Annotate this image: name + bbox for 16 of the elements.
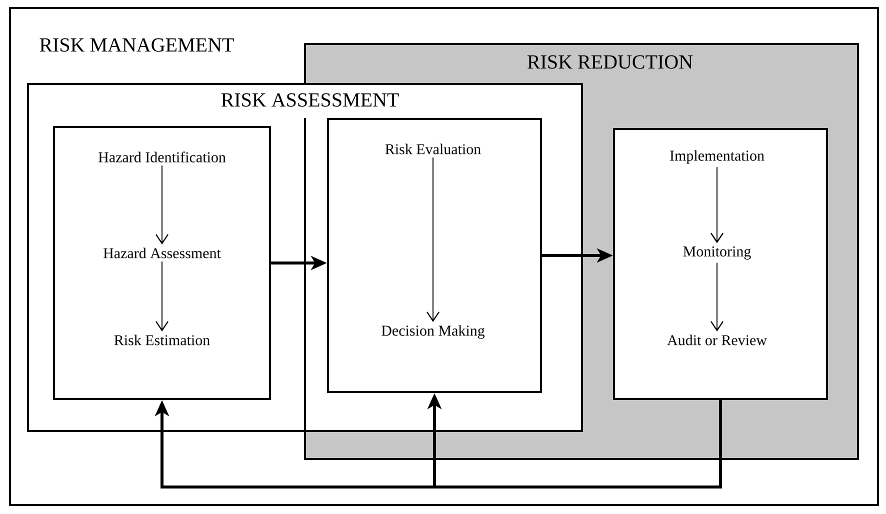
step-label: Decision Making (382, 325, 485, 339)
arrow (426, 156, 440, 322)
process-box (53, 126, 271, 400)
step-label: Risk Estimation (114, 334, 210, 346)
step-label: Implementation (670, 150, 764, 164)
arrow (156, 260, 168, 332)
step-label: Audit or Review (667, 334, 767, 346)
step-label: Hazard Identification (98, 152, 226, 162)
step-label: Hazard Assessment (104, 248, 221, 258)
step-label: Monitoring (683, 246, 751, 260)
arrow (156, 165, 168, 245)
process-box (327, 118, 542, 393)
process-box (613, 128, 828, 400)
arrow (710, 262, 724, 332)
arrow (710, 166, 724, 244)
step-label: Risk Evaluation (385, 144, 481, 154)
